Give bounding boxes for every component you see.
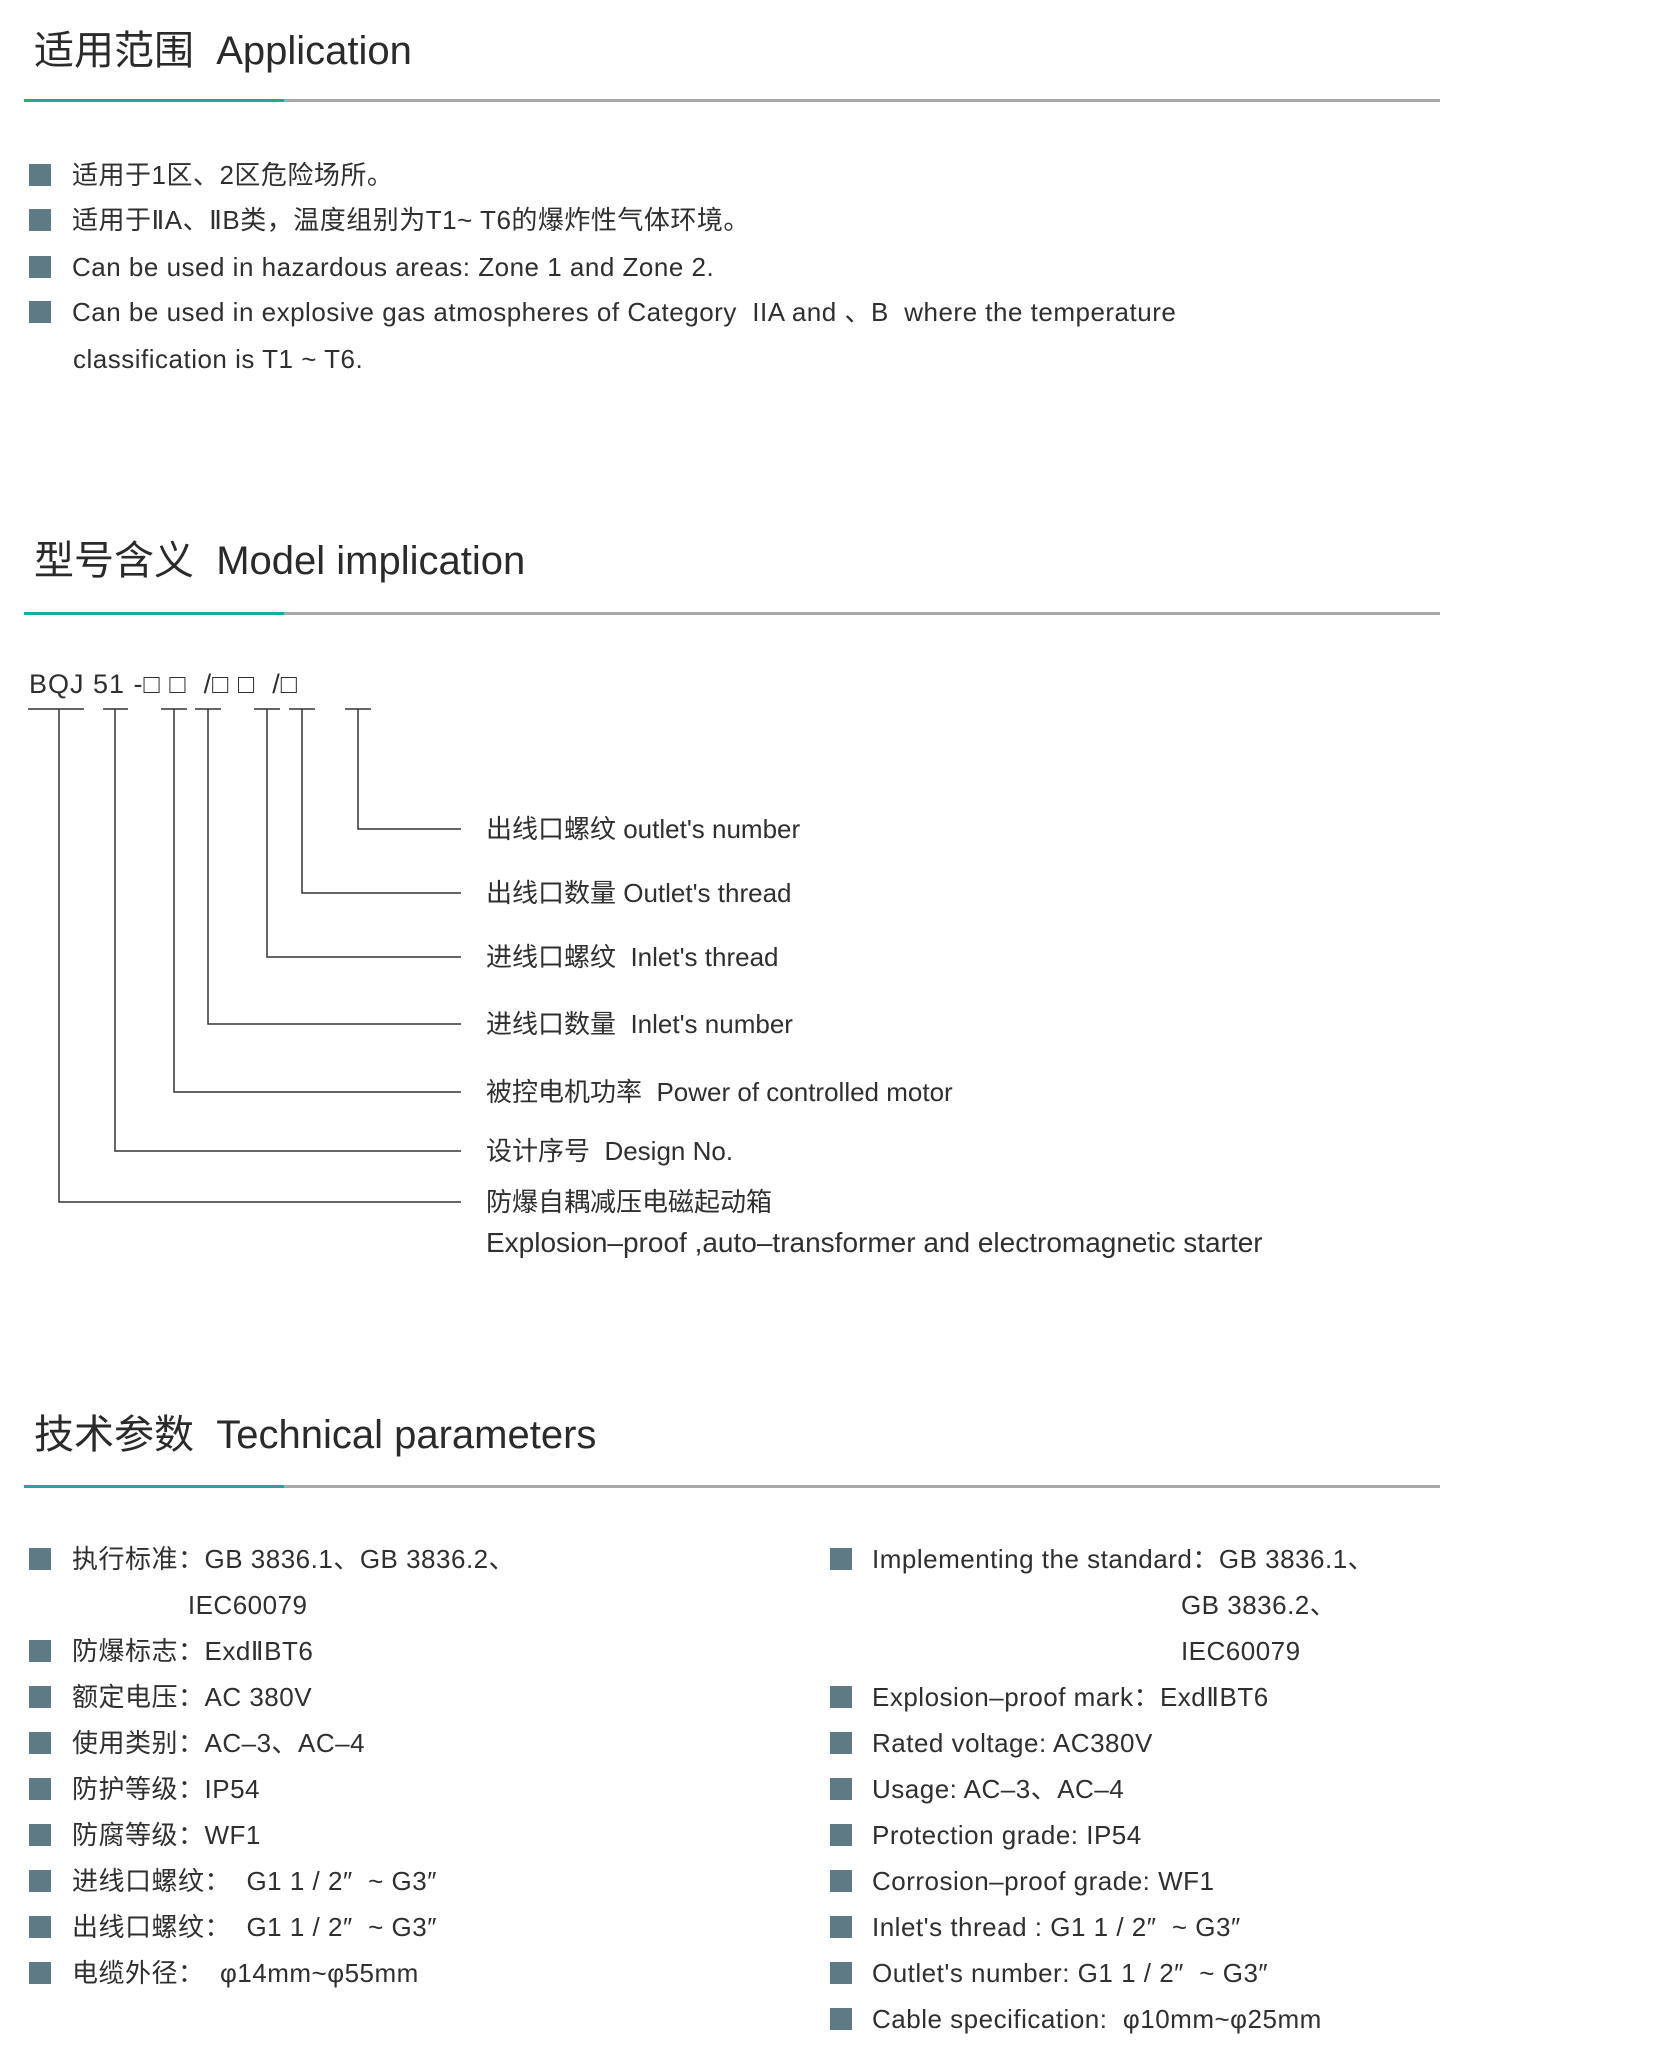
bullet-square-icon	[830, 1916, 852, 1938]
tech-param-text: Outlet's number: G1 1 / 2″ ~ G3″	[872, 1958, 1269, 1988]
model-label: 被控电机功率 Power of controlled motor	[486, 1077, 953, 1107]
bullet-square-icon	[29, 1870, 51, 1892]
item-text: 适用于1区、2区危险场所。	[72, 160, 394, 190]
tech-param-text: Usage: AC–3、AC–4	[872, 1774, 1125, 1804]
tech-param-text: 出线口螺纹： G1 1 / 2″ ~ G3″	[72, 1912, 437, 1942]
section-title-technical: 技术参数 Technical parameters	[34, 1413, 597, 1457]
section-title-application: 适用范围 Application	[34, 29, 412, 73]
tech-param-text: 防护等级：IP54	[72, 1774, 260, 1804]
divider-accent	[24, 612, 284, 615]
section-divider	[24, 612, 1440, 615]
bullet-square-icon	[29, 256, 51, 278]
model-label: 防爆自耦减压电磁起动箱	[486, 1187, 773, 1217]
bullet-square-icon	[29, 301, 51, 323]
tech-param-text: GB 3836.2、	[872, 1590, 1337, 1620]
bullet-square-icon	[29, 1962, 51, 1984]
tech-param-text: 电缆外径： φ14mm~φ55mm	[72, 1958, 419, 1988]
bullet-square-icon	[29, 1686, 51, 1708]
bullet-square-icon	[29, 1548, 51, 1570]
tech-param-text: 额定电压：AC 380V	[72, 1682, 313, 1712]
bullet-square-icon	[830, 1732, 852, 1754]
bullet-square-icon	[830, 1778, 852, 1800]
model-label: 进线口数量 Inlet's number	[486, 1009, 793, 1039]
bullet-square-icon	[29, 1640, 51, 1662]
bullet-square-icon	[830, 1548, 852, 1570]
tech-param-text: 执行标准：GB 3836.1、GB 3836.2、	[72, 1544, 516, 1574]
bullet-square-icon	[830, 1824, 852, 1846]
bullet-square-icon	[830, 1870, 852, 1892]
model-label: 进线口螺纹 Inlet's thread	[486, 942, 779, 972]
item-text: Can be used in explosive gas atmospheres…	[72, 297, 1177, 327]
tech-param-text: Inlet's thread : G1 1 / 2″ ~ G3″	[872, 1912, 1241, 1942]
application-continuation: classification is T1 ~ T6.	[73, 344, 364, 374]
model-label: 设计序号 Design No.	[486, 1136, 734, 1166]
bullet-square-icon	[830, 2008, 852, 2030]
bullet-square-icon	[29, 1732, 51, 1754]
model-code: BQJ 51 -□ □ /□ □ /□	[29, 669, 299, 699]
bullet-square-icon	[830, 1962, 852, 1984]
bullet-square-icon	[29, 209, 51, 231]
model-diagram-lines	[28, 708, 461, 1203]
tech-param-text: Rated voltage: AC380V	[872, 1728, 1153, 1758]
tech-param-text: IEC60079	[72, 1590, 308, 1620]
tech-param-text: Protection grade: IP54	[872, 1820, 1142, 1850]
section-divider	[24, 99, 1440, 102]
bullet-square-icon	[29, 1824, 51, 1846]
tech-param-text: 进线口螺纹： G1 1 / 2″ ~ G3″	[72, 1866, 437, 1896]
tech-param-text: Corrosion–proof grade: WF1	[872, 1866, 1215, 1896]
tech-param-text: Explosion–proof mark：ExdⅡBT6	[872, 1682, 1269, 1712]
tech-param-text: Cable specification: φ10mm~φ25mm	[872, 2004, 1322, 2034]
bullet-square-icon	[29, 1916, 51, 1938]
tech-param-text: 防爆标志：ExdⅡBT6	[72, 1636, 314, 1666]
tech-param-text: 防腐等级：WF1	[72, 1820, 261, 1850]
model-label: 出线口数量 Outlet's thread	[486, 878, 792, 908]
section-title-model: 型号含义 Model implication	[34, 539, 526, 583]
bullet-square-icon	[29, 1778, 51, 1800]
section-divider	[24, 1485, 1440, 1488]
tech-param-text: IEC60079	[872, 1636, 1301, 1666]
item-text: Can be used in hazardous areas: Zone 1 a…	[72, 252, 715, 282]
divider-accent	[24, 1485, 284, 1488]
tech-param-text: Implementing the standard：GB 3836.1、	[872, 1544, 1375, 1574]
divider-accent	[24, 99, 284, 102]
model-label: 出线口螺纹 outlet's number	[486, 814, 801, 844]
item-text: 适用于ⅡA、ⅡB类，温度组别为T1~ T6的爆炸性气体环境。	[72, 205, 750, 235]
bullet-square-icon	[29, 164, 51, 186]
model-label-en: Explosion–proof ,auto–transformer and el…	[486, 1227, 1263, 1258]
bullet-square-icon	[830, 1686, 852, 1708]
tech-param-text: 使用类别：AC–3、AC–4	[72, 1728, 366, 1758]
